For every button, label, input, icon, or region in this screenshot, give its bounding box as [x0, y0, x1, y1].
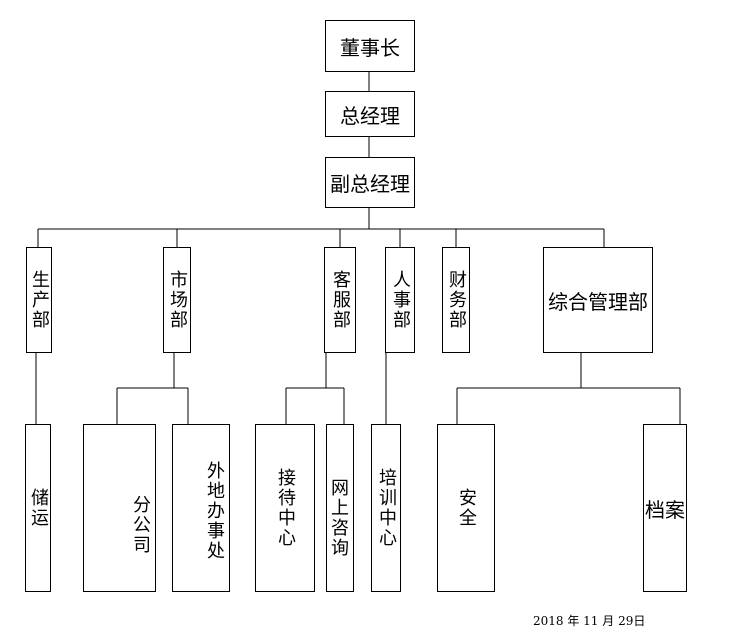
- chairman-box: 董事长: [325, 20, 415, 72]
- customer-service-dept-box: 客服部: [324, 247, 356, 353]
- marketing-dept-box: 市场部: [163, 247, 191, 353]
- finance-dept-box: 财务部: [442, 247, 470, 353]
- training-center-box: 培训中心: [371, 424, 401, 592]
- hr-dept-box: 人事部: [385, 247, 415, 353]
- date-label: 2018 年 11 月 29日: [533, 614, 646, 628]
- production-dept-box: 生产部: [26, 247, 52, 353]
- ceo-box: 总经理: [325, 91, 415, 137]
- general-admin-dept-box: 综合管理部: [543, 247, 653, 353]
- archives-box: 档案: [643, 424, 687, 592]
- storage-transport-box: 储运: [25, 424, 51, 592]
- external-office-box: 外地办事处: [172, 424, 230, 592]
- online-inquiry-box: 网上咨询: [326, 424, 354, 592]
- branch-company-box: 分公司: [83, 424, 156, 592]
- reception-center-box: 接待中心: [255, 424, 315, 592]
- vp-box: 副总经理: [325, 157, 415, 208]
- safety-box: 安全: [437, 424, 495, 592]
